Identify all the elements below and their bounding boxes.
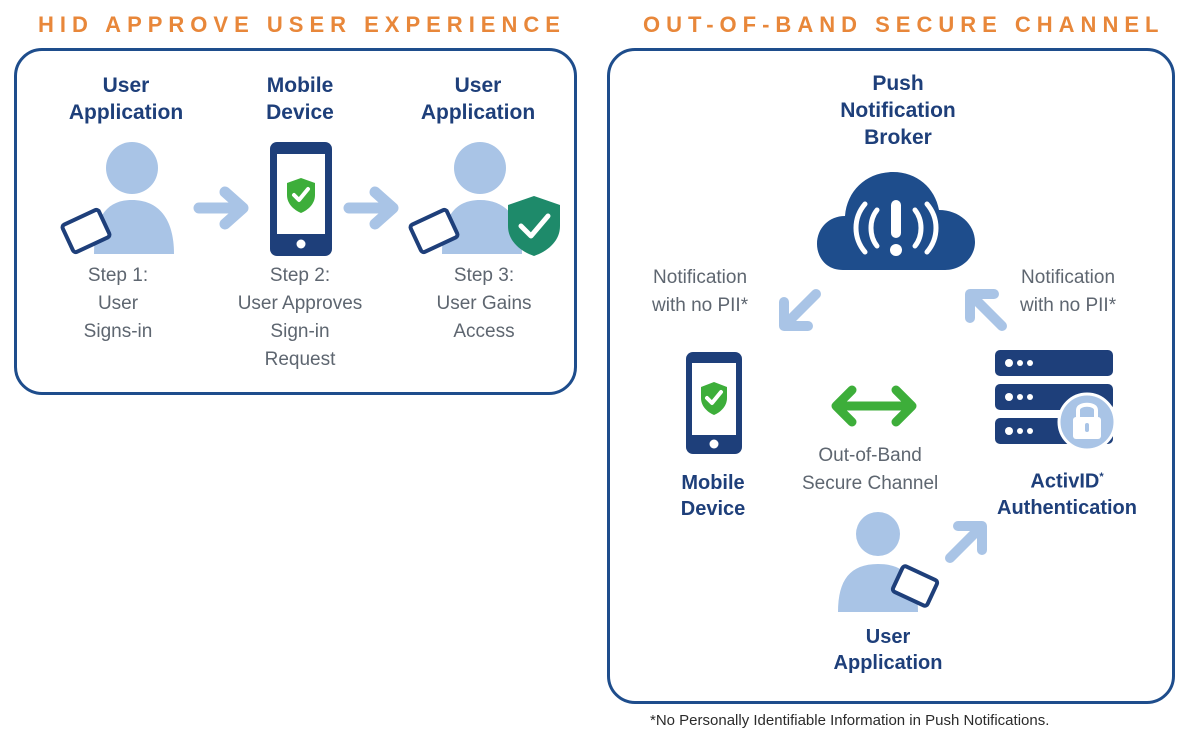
step3-heading-line2: Application <box>420 101 536 124</box>
step3-line2: User Gains <box>436 293 532 314</box>
step2-heading-line1: Mobile <box>266 74 334 97</box>
notification-left: Notification with no PII* <box>652 264 748 320</box>
mobile-device-label: Mobile Device <box>681 470 746 522</box>
notification-right: Notification with no PII* <box>1020 264 1116 320</box>
step2-line2: User Approves <box>237 293 363 314</box>
step1-line1: Step 1: <box>87 265 149 286</box>
step2-heading: Mobile Device <box>266 72 334 126</box>
step1-heading-line1: User <box>102 74 150 97</box>
step3-description: Step 3: User Gains Access <box>436 262 531 346</box>
activid-line1: ActivID* <box>997 464 1137 495</box>
channel-line2: Secure Channel <box>802 473 939 494</box>
channel-line1: Out-of-Band <box>818 445 922 466</box>
step1-description: Step 1: User Signs-in <box>84 262 153 346</box>
mobile-label-line1: Mobile <box>681 472 745 494</box>
step1-line2: User <box>97 293 139 314</box>
double-arrow-icon <box>831 385 917 427</box>
notification-left-line2: with no PII* <box>652 295 749 316</box>
arrow-up-right-icon <box>945 521 987 563</box>
step1-heading: User Application <box>69 72 183 126</box>
left-section-title: HID APPROVE USER EXPERIENCE <box>38 12 566 37</box>
step1-heading-line2: Application <box>68 101 184 124</box>
broker-line3: Broker <box>864 126 932 149</box>
server-lock-icon <box>995 350 1117 452</box>
mobile-label-line2: Device <box>680 498 746 520</box>
footnote: *No Personally Identifiable Information … <box>650 712 1050 729</box>
broker-line1: Push <box>872 72 924 95</box>
activid-line2: Authentication <box>997 496 1137 519</box>
right-arrow-icon <box>193 186 249 230</box>
user-app-line2: Application <box>833 652 943 674</box>
user-with-tablet-icon <box>838 512 940 612</box>
step3-line3: Access <box>453 321 515 342</box>
right-arrow-icon <box>343 186 399 230</box>
step2-line4: Request <box>264 349 336 370</box>
activid-label: ActivID* Authentication <box>997 464 1137 521</box>
arrow-down-left-icon <box>779 289 821 331</box>
cloud-alert-icon <box>817 172 975 270</box>
user-access-granted-icon <box>408 142 560 256</box>
step3-line1: Step 3: <box>453 265 515 286</box>
mobile-phone-shield-icon <box>270 142 332 256</box>
notification-right-line1: Notification <box>1021 267 1116 288</box>
step3-heading-line1: User <box>454 74 502 97</box>
broker-line2: Notification <box>840 99 956 122</box>
step2-line3: Sign-in <box>270 321 330 342</box>
activid-mark: * <box>1099 471 1104 483</box>
mobile-phone-shield-icon <box>686 352 742 454</box>
notification-right-line2: with no PII* <box>1020 295 1117 316</box>
activid-name: ActivID <box>1030 470 1100 493</box>
step1-line3: Signs-in <box>83 321 153 342</box>
step3-heading: User Application <box>421 72 535 126</box>
step2-line1: Step 2: <box>269 265 331 286</box>
channel-label: Out-of-Band Secure Channel <box>802 442 938 498</box>
right-section-title: OUT-OF-BAND SECURE CHANNEL <box>643 12 1165 37</box>
user-with-tablet-icon <box>60 142 174 255</box>
arrow-up-left-icon <box>965 289 1007 331</box>
step2-heading-line2: Device <box>266 101 334 124</box>
step2-description: Step 2: User Approves Sign-in Request <box>238 262 363 374</box>
user-application-label: User Application <box>834 624 943 676</box>
user-app-line1: User <box>865 626 911 648</box>
notification-left-line1: Notification <box>653 267 748 288</box>
broker-heading: Push Notification Broker <box>840 70 956 151</box>
